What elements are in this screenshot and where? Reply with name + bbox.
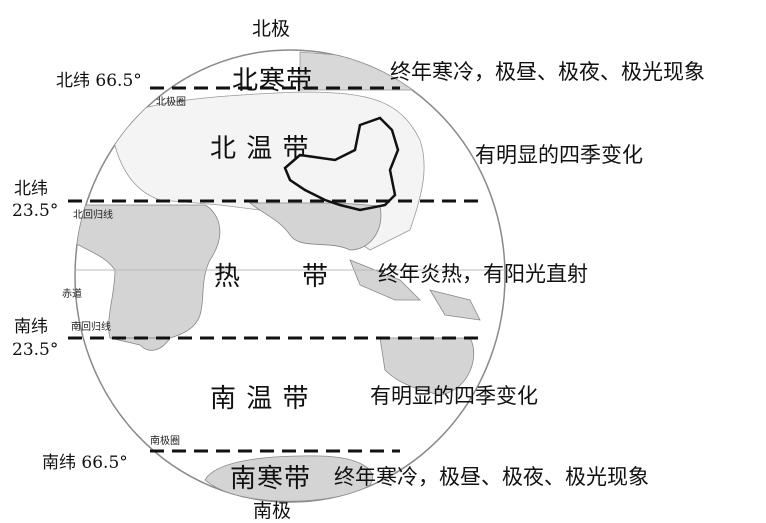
south-pole-label: 南极 [253,500,292,522]
tropic-of-cancer-map-label: 北回归线 [73,210,113,221]
zone-south-frigid-name: 南寒带 [230,464,312,494]
zone-south-temperate-name: 南 温 带 [210,384,310,414]
tropic-of-capricorn-map-label: 南回归线 [71,322,111,333]
latitude-23s-label-line1: 南纬 [14,317,48,337]
latitude-66n-label: 北纬 66.5° [56,71,142,91]
zone-torrid-description: 终年炎热，有阳光直射 [378,262,588,286]
zone-north-temperate-description: 有明显的四季变化 [475,143,643,167]
zone-torrid-name-right: 带 [302,262,330,292]
zone-south-temperate-description: 有明显的四季变化 [370,384,538,408]
latitude-66s-label: 南纬 66.5° [42,453,128,473]
north-pole-label: 北极 [252,18,291,40]
zone-north-temperate-name: 北 温 带 [210,134,310,164]
equator-map-label: 赤道 [62,289,82,300]
africa-land [75,204,221,339]
zone-north-frigid-description: 终年寒冷，极昼、极夜、极光现象 [390,60,705,84]
latitude-23s-label-line2: 23.5° [12,340,59,360]
zone-torrid-name-left: 热 [214,262,242,292]
asia-tropic-land [248,202,382,251]
latitude-23n-label-line1: 北纬 [14,179,48,199]
antarctica-land [204,455,373,502]
latitude-23n-label-line2: 23.5° [12,201,59,221]
zone-south-frigid-description: 终年寒冷，极昼、极夜、极光现象 [334,465,649,489]
australia-land [379,337,475,396]
zone-north-frigid-name: 北寒带 [232,66,314,96]
arctic-circle-map-label: 北极圈 [156,97,186,108]
antarctic-circle-map-label: 南极圈 [150,436,180,447]
